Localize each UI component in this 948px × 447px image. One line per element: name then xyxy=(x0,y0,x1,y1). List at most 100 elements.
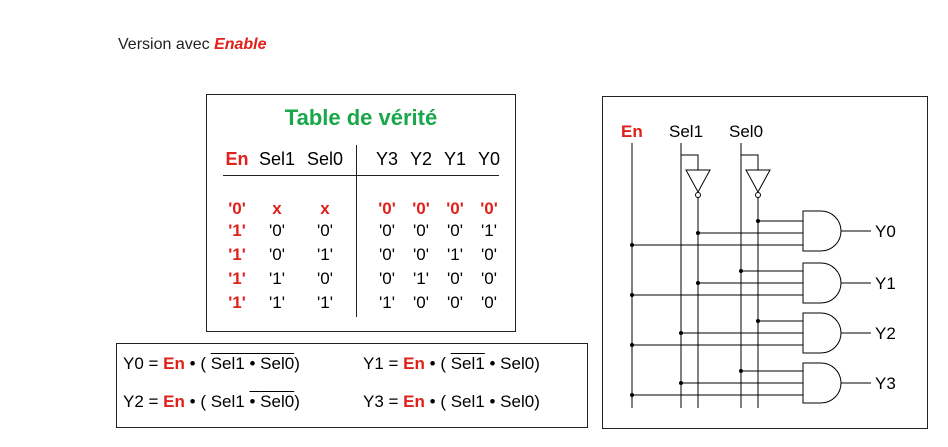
row1-sel0: '0' xyxy=(317,221,333,240)
eq3-enable: En xyxy=(403,392,425,411)
junction xyxy=(739,269,743,273)
junction xyxy=(756,319,760,323)
junction xyxy=(630,293,634,297)
row0-y2: '0' xyxy=(412,199,430,218)
row3-sel0: '0' xyxy=(317,269,333,288)
row0-sel1: x xyxy=(272,199,282,218)
eq0-open-paren: ( xyxy=(200,354,211,373)
junction xyxy=(696,231,700,235)
row2-y1: '1' xyxy=(447,245,463,264)
eq2-open-paren: ( xyxy=(200,392,211,411)
row4-en: '1' xyxy=(228,293,246,312)
header-y2: Y2 xyxy=(409,149,433,169)
input-label-sel1: Sel1 xyxy=(669,122,703,141)
eq2-output: Y2 = xyxy=(123,392,164,411)
junction xyxy=(630,393,634,397)
equations-box: Y0 = En • ( Sel1 • Sel0) Y1 = En • ( Sel… xyxy=(116,343,588,428)
row4-y1: '0' xyxy=(447,293,463,312)
row4-sel1: '1' xyxy=(269,293,285,312)
inverter-sel1-bubble xyxy=(695,192,701,198)
output-label-y0: Y0 xyxy=(875,222,896,241)
row0-y3: '0' xyxy=(378,199,396,218)
eq1-sel0: Sel0 xyxy=(500,354,535,373)
row1-y0: '1' xyxy=(481,221,497,240)
eq2-close-paren: ) xyxy=(294,392,300,411)
tap-sel1 xyxy=(681,154,699,170)
row2-y2: '0' xyxy=(413,245,429,264)
intro-enable-word: Enable xyxy=(214,36,267,53)
row0-y1: '0' xyxy=(446,199,464,218)
and-gate-y1 xyxy=(802,262,842,304)
and-gate-y0 xyxy=(802,210,842,252)
row0-sel0: x xyxy=(320,199,330,218)
eq3-sel0: Sel0 xyxy=(500,392,535,411)
truth-table-title: Table de vérité xyxy=(284,105,438,130)
eq3-open-paren: ( xyxy=(440,392,451,411)
output-label-y1: Y1 xyxy=(875,274,896,293)
eq0-sel0: Sel0 xyxy=(260,354,295,373)
eq1-open-paren: ( xyxy=(440,354,451,373)
eq0-close-paren: ) xyxy=(294,354,300,373)
junction xyxy=(630,343,634,347)
eq0-output: Y0 = xyxy=(123,354,164,373)
header-y1: Y1 xyxy=(443,149,467,169)
truth-table: Table de vérité En Sel1 Sel0 Y3 Y2 Y1 Y0… xyxy=(206,94,516,332)
row1-sel1: '0' xyxy=(269,221,285,240)
row2-y3: '0' xyxy=(379,245,395,264)
output-label-y3: Y3 xyxy=(875,374,896,393)
inverter-sel0-bubble xyxy=(755,192,761,198)
row3-sel1: '1' xyxy=(269,269,285,288)
eq1-close-paren: ) xyxy=(534,354,540,373)
eq2-enable: En xyxy=(163,392,185,411)
row3-y1: '0' xyxy=(447,269,463,288)
header-sel1: Sel1 xyxy=(258,149,296,169)
eq2-dot: • xyxy=(189,392,196,411)
row3-y0: '0' xyxy=(481,269,497,288)
row1-y3: '0' xyxy=(379,221,395,240)
row4-y0: '0' xyxy=(481,293,497,312)
row4-y3: '1' xyxy=(379,293,395,312)
circuit-diagram: En Sel1 Sel0 xyxy=(602,96,928,429)
eq2-overline-group: • Sel0 xyxy=(249,392,294,411)
truth-table-vertical-divider xyxy=(356,145,357,317)
output-label-y2: Y2 xyxy=(875,324,896,343)
header-y0: Y0 xyxy=(477,149,501,169)
eq1-dot: • xyxy=(429,354,436,373)
eq1-sel1: Sel1 xyxy=(450,354,485,373)
eq0-enable: En xyxy=(163,354,185,373)
eq1-inner-dot: • xyxy=(489,354,496,373)
junction xyxy=(739,369,743,373)
row1-en: '1' xyxy=(228,221,246,240)
equation-y2: Y2 = En • ( Sel1 • Sel0) xyxy=(123,391,300,413)
and-gate-y3 xyxy=(802,362,842,404)
eq3-output: Y3 = xyxy=(363,392,404,411)
circuit-svg: En Sel1 Sel0 xyxy=(621,122,896,408)
inverter-sel0 xyxy=(745,169,771,194)
tap-sel0 xyxy=(741,154,759,170)
eq2-sel1: Sel1 xyxy=(210,392,245,411)
eq3-dot: • xyxy=(429,392,436,411)
header-sel0: Sel0 xyxy=(306,149,344,169)
input-label-sel0: Sel0 xyxy=(729,122,763,141)
row1-y1: '0' xyxy=(447,221,463,240)
eq2-inner-dot: • xyxy=(249,392,256,411)
intro-prefix: Version avec xyxy=(118,36,215,53)
junction xyxy=(630,243,634,247)
row2-y0: '0' xyxy=(481,245,497,264)
eq0-dot: • xyxy=(189,354,196,373)
header-en: En xyxy=(225,149,249,169)
row2-en: '1' xyxy=(228,245,246,264)
junction xyxy=(679,381,683,385)
junction xyxy=(696,281,700,285)
row3-y2: '1' xyxy=(413,269,429,288)
eq2-sel0: Sel0 xyxy=(260,392,295,411)
row2-sel1: '0' xyxy=(269,245,285,264)
inverter-sel1 xyxy=(685,169,711,194)
and-gate-y2 xyxy=(802,312,842,354)
header-y3: Y3 xyxy=(375,149,399,169)
row1-y2: '0' xyxy=(413,221,429,240)
input-label-en: En xyxy=(621,122,643,141)
junction xyxy=(679,331,683,335)
eq3-close-paren: ) xyxy=(534,392,540,411)
row4-sel0: '1' xyxy=(317,293,333,312)
